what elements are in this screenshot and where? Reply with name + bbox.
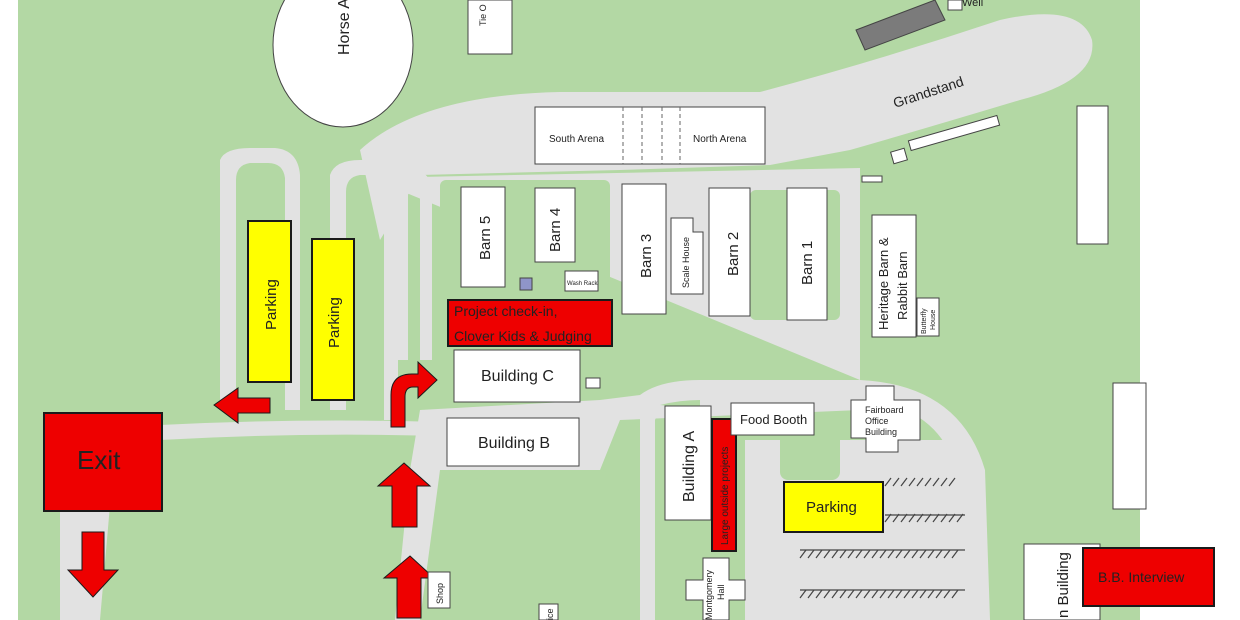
building-b: [446, 417, 580, 467]
food-booth-label: Food Booth: [740, 412, 807, 427]
right-structure-top: [1076, 105, 1109, 245]
fairboard-label-2: Office: [865, 416, 888, 426]
barn-4: [534, 187, 576, 263]
butterfly-house-label-1: Butterfly: [921, 308, 928, 334]
barn-4-label: Barn 4: [547, 208, 564, 252]
parking-box-left: [247, 220, 292, 383]
well-building: [947, 0, 963, 11]
south-arena-label: South Arena: [549, 134, 604, 145]
montgomery-label-2: Hall: [716, 584, 726, 600]
building-a-label: Building A: [681, 431, 698, 502]
office-partial-building: [538, 603, 559, 620]
food-booth: [730, 402, 815, 436]
bleacher-structure: [855, 0, 946, 51]
barn-2: [708, 187, 751, 317]
heritage-barn-label-2: Rabbit Barn: [895, 251, 910, 320]
arrow-turn-right-icon: [390, 360, 438, 428]
fairboard-office-building: [850, 385, 921, 453]
barn-1-label: Barn 1: [799, 241, 816, 285]
butterfly-house: [916, 297, 940, 337]
bb-interview-label: B.B. Interview: [1098, 569, 1185, 585]
tie-out-label: Tie O: [478, 4, 488, 26]
horse-arena-label: Horse A: [336, 0, 353, 55]
project-checkin-box: [447, 299, 613, 347]
horse-arena: [272, 0, 414, 128]
building-b-label: Building B: [478, 435, 550, 452]
tie-out-building: [467, 0, 513, 55]
north-arena-label: North Arena: [693, 134, 747, 145]
wash-rack: [564, 270, 599, 292]
building-c-label: Building C: [481, 368, 554, 385]
barn-3-label: Barn 3: [638, 234, 655, 278]
arena-building: [534, 106, 766, 165]
fairboard-label-1: Fairboard: [865, 405, 904, 415]
barn-3: [621, 183, 667, 315]
well-label: Well: [962, 0, 983, 9]
partial-building-label: n Building: [1055, 552, 1072, 618]
fairboard-label-3: Building: [865, 427, 897, 437]
scale-house: [670, 217, 704, 295]
montgomery-label-1: Montgomery: [704, 569, 714, 620]
arrow-left-icon: [213, 387, 271, 424]
parking-box-middle: [311, 238, 355, 401]
large-outside-projects-label: Large outside projects: [720, 447, 731, 545]
right-structure-bottom: [1112, 382, 1147, 510]
butterfly-house-label-2: House: [930, 310, 937, 330]
barn-1: [786, 187, 828, 321]
scale-house-label: Scale House: [681, 237, 691, 288]
barn-5-label: Barn 5: [477, 216, 494, 260]
barn-5: [460, 186, 506, 288]
large-outside-projects-box: [711, 418, 737, 552]
wash-rack-label: Wash Rack: [567, 281, 598, 287]
parking-label-middle: Parking: [326, 297, 343, 348]
office-partial-label: ice: [545, 608, 555, 620]
wash-rack-marker: [519, 277, 533, 291]
grandstand-small-building: [889, 147, 909, 165]
heritage-barn: [871, 214, 917, 338]
project-checkin-label-1: Project check-in,: [454, 303, 557, 319]
grandstand-bench: [907, 114, 1001, 152]
heritage-barn-label-1: Heritage Barn &: [876, 237, 891, 330]
shop-label: Shop: [435, 583, 445, 604]
montgomery-hall: [685, 557, 746, 620]
parking-box-lower: [783, 481, 884, 533]
small-shed: [861, 175, 883, 183]
barn-2-label: Barn 2: [725, 232, 742, 276]
arrow-down-icon: [66, 531, 120, 598]
bb-interview-box: [1082, 547, 1215, 607]
shop-building: [427, 571, 451, 609]
parking-label-left: Parking: [263, 279, 280, 330]
parking-stripes: [799, 477, 965, 599]
exit-label: Exit: [77, 445, 121, 475]
project-checkin-label-2: Clover Kids & Judging: [454, 328, 592, 344]
exit-box: [43, 412, 163, 512]
building-c-annex: [585, 377, 601, 389]
parking-label-lower: Parking: [806, 499, 857, 516]
building-c: [453, 349, 581, 403]
arrow-up-icon: [376, 462, 432, 528]
